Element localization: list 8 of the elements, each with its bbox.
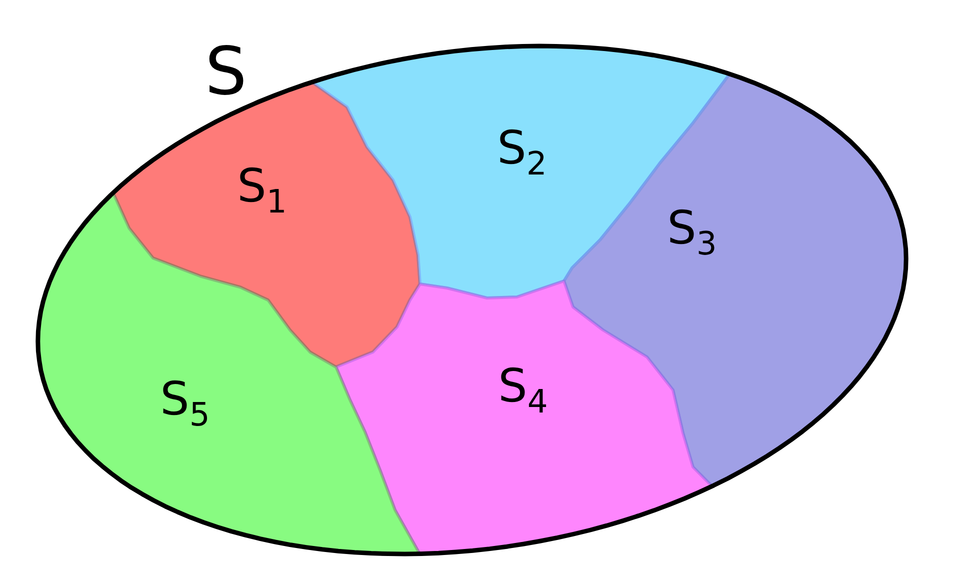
subset-label: S$_{4}$ (498, 362, 548, 418)
set-label: S (205, 39, 247, 105)
subset-label: S$_{3}$ (667, 204, 717, 260)
subset-region (336, 281, 712, 554)
subset-region (564, 74, 906, 486)
subset-label: S$_{5}$ (160, 375, 210, 431)
subset-label: S$_{1}$ (237, 162, 287, 218)
subset-label: S$_{2}$ (497, 124, 547, 180)
